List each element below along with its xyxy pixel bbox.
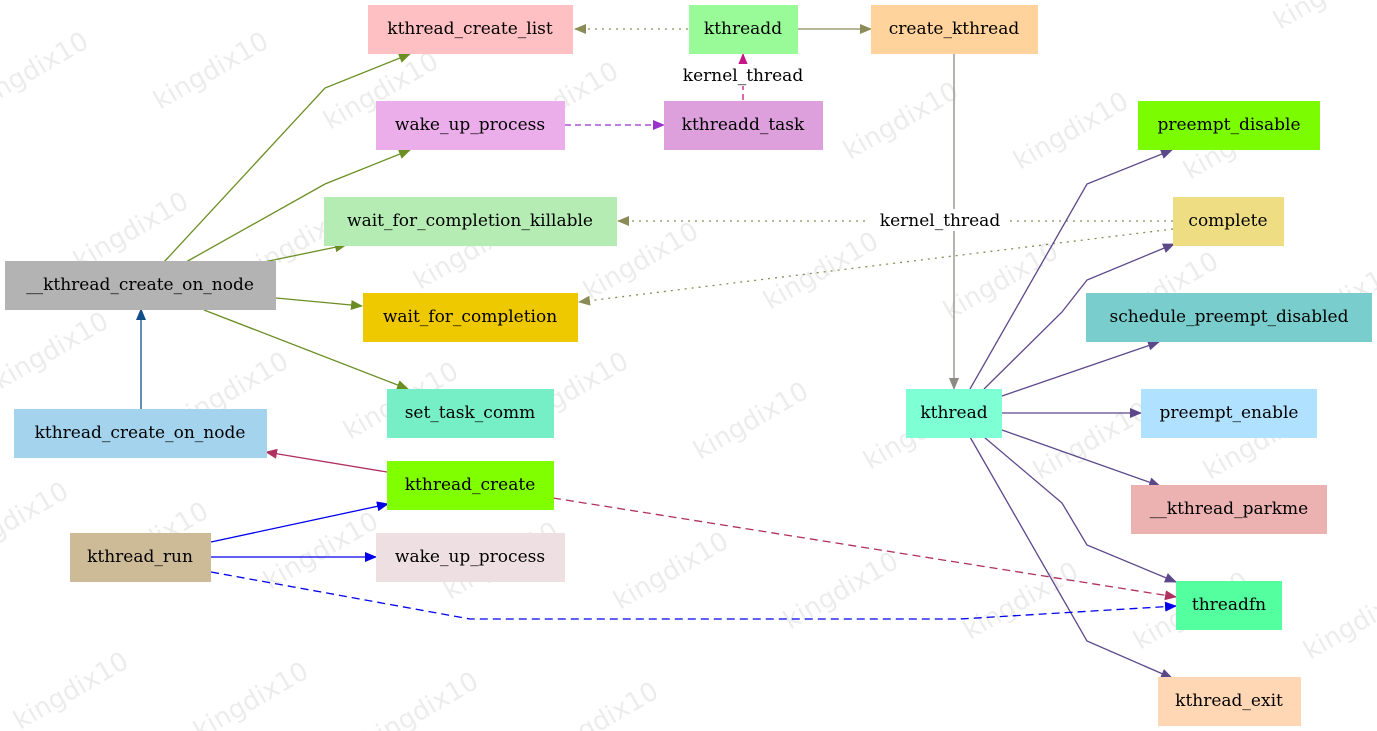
node-label: schedule_preempt_disabled — [1110, 307, 1349, 327]
edge-kthread-to-kthread-parkme — [1001, 429, 1161, 488]
node-label: __kthread_parkme — [1150, 499, 1308, 519]
node-kthread-exit[interactable]: kthread_exit — [1158, 677, 1301, 726]
node-threadfn[interactable]: threadfn — [1176, 581, 1282, 630]
edge-create-on-node-to-wait-killable — [263, 242, 347, 263]
watermark: kingdix10 — [0, 26, 94, 116]
edge-label-layer: kernel_thread kernel_thread — [662, 64, 1010, 231]
node-kthread-create-list[interactable]: kthread_create_list — [368, 5, 573, 54]
node-label: kthread — [920, 403, 987, 423]
edge-create-on-node-to-wake-up-process — [185, 149, 411, 263]
edge-kthread-run-to-threadfn — [210, 571, 1177, 620]
watermark: kingdix10 — [189, 656, 314, 731]
watermark: kingdix10 — [839, 76, 964, 166]
edge-kthread-run-to-kthread-create — [210, 501, 389, 543]
node-label: kthread_create_list — [387, 19, 553, 39]
edge-create-on-node-to-create-list — [163, 53, 411, 263]
node-label: wake_up_process — [395, 547, 545, 567]
edge-kthread-to-complete — [983, 243, 1175, 390]
watermark: kingdix10 — [779, 546, 904, 636]
watermark: kingdix10 — [359, 666, 484, 731]
node-label: wake_up_process — [395, 115, 545, 135]
node-wait-for-completion-killable[interactable]: wait_for_completion_killable — [324, 197, 617, 246]
node-wait-for-completion[interactable]: wait_for_completion — [363, 293, 578, 342]
node-kthread-create-on-node-inner[interactable]: __kthread_create_on_node — [5, 261, 276, 310]
node-kthread-parkme[interactable]: __kthread_parkme — [1131, 485, 1327, 534]
node-label: kthread_run — [87, 547, 193, 567]
node-label: kthreadd_task — [682, 115, 805, 135]
node-label: kthreadd — [704, 19, 782, 39]
node-label: kthread_create_on_node — [35, 423, 246, 443]
node-wake-up-process-bottom[interactable]: wake_up_process — [376, 533, 565, 582]
watermark: kingdix10 — [1299, 576, 1377, 666]
node-label: threadfn — [1192, 595, 1266, 615]
node-layer: kthread_create_list kthreadd create_kthr… — [5, 5, 1372, 726]
watermark: kingdix10 — [0, 306, 114, 396]
node-kthreadd-task[interactable]: kthreadd_task — [664, 101, 823, 150]
node-create-kthread[interactable]: create_kthread — [871, 5, 1038, 54]
node-set-task-comm[interactable]: set_task_comm — [387, 389, 554, 438]
edge-create-on-node-to-set-task-comm — [203, 309, 409, 390]
watermark: kingdix10 — [1269, 0, 1377, 36]
edge-kthread-create-to-create-on-node — [265, 448, 388, 473]
edge-kthread-create-to-threadfn — [552, 497, 1177, 601]
node-label: preempt_disable — [1157, 115, 1300, 135]
node-label: create_kthread — [889, 19, 1020, 39]
node-schedule-preempt-disabled[interactable]: schedule_preempt_disabled — [1086, 293, 1372, 342]
edge-label-kernel-thread: kernel_thread — [683, 66, 804, 86]
edge-kthread-to-kthread-exit — [969, 436, 1173, 679]
watermark: kingdix10 — [609, 526, 734, 616]
watermark: kingdix10 — [149, 26, 274, 116]
node-kthread-run[interactable]: kthread_run — [70, 533, 211, 582]
edge-layer — [136, 24, 1177, 679]
node-kthread-create-on-node[interactable]: kthread_create_on_node — [14, 409, 267, 458]
node-label: __kthread_create_on_node — [26, 275, 254, 295]
node-preempt-enable[interactable]: preempt_enable — [1141, 389, 1317, 438]
node-preempt-disable[interactable]: preempt_disable — [1138, 101, 1320, 150]
watermark: kingdix10 — [1009, 86, 1134, 176]
edge-kthread-to-threadfn — [983, 436, 1177, 583]
node-complete[interactable]: complete — [1173, 197, 1284, 246]
edge-kthread-to-schedule-preempt-disabled — [1001, 340, 1160, 397]
watermark: kingdix10 — [689, 376, 814, 466]
node-label: wait_for_completion — [383, 307, 557, 327]
node-label: set_task_comm — [405, 403, 536, 423]
watermark: kingdix10 — [259, 506, 384, 596]
watermark: kingdix10 — [539, 676, 664, 731]
watermark: kingdix10 — [939, 236, 1064, 326]
node-kthreadd[interactable]: kthreadd — [689, 5, 798, 54]
node-kthread[interactable]: kthread — [906, 389, 1002, 438]
node-label: kthread_create — [405, 475, 536, 495]
watermark: kingdix10 — [1029, 396, 1154, 486]
watermark: kingdix10 — [0, 476, 74, 566]
node-wake-up-process-top[interactable]: wake_up_process — [376, 101, 565, 150]
watermark: kingdix10 — [959, 556, 1084, 646]
edge-label-bg — [870, 209, 1010, 231]
node-label: preempt_enable — [1160, 403, 1299, 423]
node-label: kthread_exit — [1175, 691, 1283, 711]
node-label: wait_for_completion_killable — [347, 211, 593, 231]
edge-label-bg — [662, 64, 824, 86]
watermark: kingdix10 — [9, 646, 134, 731]
edge-kthread-to-preempt-disable — [969, 149, 1173, 390]
edge-label-kernel-thread: kernel_thread — [880, 211, 1001, 231]
edge-create-on-node-to-wait-for-completion — [275, 297, 363, 310]
node-kthread-create[interactable]: kthread_create — [387, 461, 554, 510]
watermark: kingdix10 — [759, 226, 884, 316]
node-label: complete — [1188, 211, 1267, 231]
edge-complete-to-wait-for-completion — [578, 228, 1174, 306]
